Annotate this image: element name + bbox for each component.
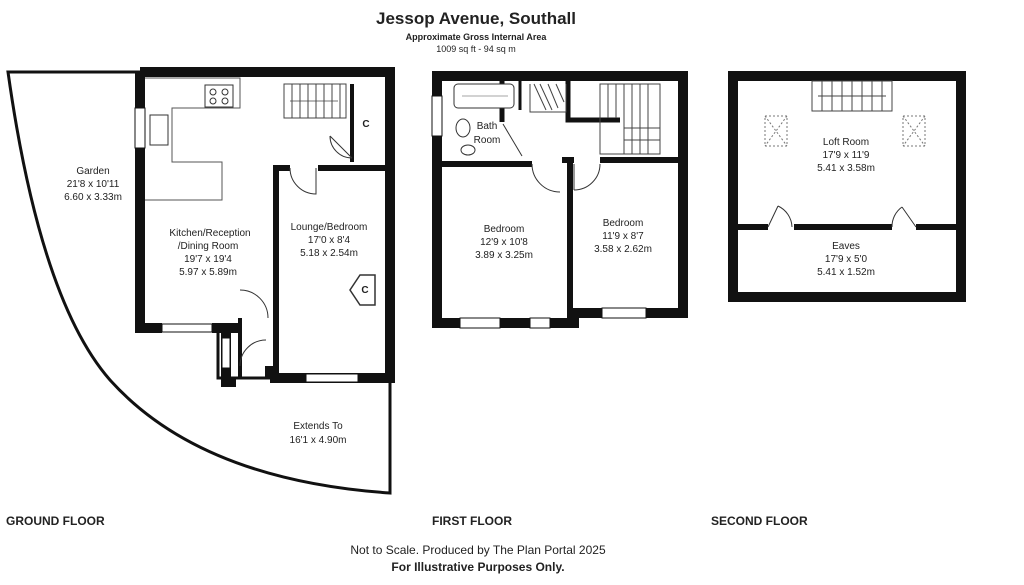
second-stairs	[811, 80, 893, 112]
skylight-icon	[764, 115, 788, 147]
garden-name: Garden	[76, 166, 109, 177]
kitchen-name-2: /Dining Room	[178, 241, 239, 252]
extends-metric: 16'1 x 4.90m	[290, 435, 347, 446]
sink-icon	[149, 114, 169, 146]
kitchen-side-window	[134, 107, 146, 149]
cupboard-label: C	[362, 119, 369, 130]
eaves-door	[767, 205, 793, 228]
bath-name: Bath	[477, 121, 498, 132]
second-floor-label: SECOND FLOOR	[711, 514, 808, 528]
bath-name-2: Room	[474, 135, 501, 146]
plan-area: 1009 sq ft - 94 sq m	[436, 44, 516, 54]
ground-floor-label: GROUND FLOOR	[6, 514, 105, 528]
landing-wall	[565, 81, 620, 123]
plan-title: Jessop Avenue, Southall	[376, 9, 576, 28]
kitchen-window	[161, 323, 213, 333]
first-stairs	[529, 83, 661, 155]
eaves-door	[891, 206, 917, 228]
eaves-metric: 5.41 x 1.52m	[817, 267, 875, 278]
cupboard-door	[329, 135, 353, 159]
bedroom2-imperial: 11'9 x 8'7	[602, 231, 644, 242]
bedroom1-metric: 3.89 x 3.25m	[475, 250, 533, 261]
cupboard-label: C	[361, 285, 368, 296]
garden-imperial: 21'8 x 10'11	[67, 179, 120, 190]
lounge-cupboard	[349, 274, 376, 306]
hob-ring-icon	[209, 88, 217, 96]
kitchen-name: Kitchen/Reception	[169, 228, 250, 239]
bedroom2-door	[573, 163, 601, 191]
ground-left-wall	[135, 72, 162, 333]
bedroom1-name: Bedroom	[484, 224, 525, 235]
loft-imperial: 17'9 x 11'9	[822, 150, 869, 161]
eaves-imperial: 17'9 x 5'0	[825, 254, 868, 265]
lounge-imperial: 17'0 x 8'4	[308, 235, 351, 246]
bedroom1-window	[459, 317, 501, 329]
hob-ring-icon	[209, 97, 217, 105]
extends-name: Extends To	[293, 421, 343, 432]
loft-name: Loft Room	[823, 137, 869, 148]
kitchen-metric: 5.97 x 5.89m	[179, 267, 237, 278]
bath-window	[431, 95, 443, 137]
first-inner-wall	[442, 157, 678, 167]
first-floor-label: FIRST FLOOR	[432, 514, 512, 528]
second-floor-plan: Loft Room 17'9 x 11'9 5.41 x 3.58m Eaves…	[728, 71, 966, 302]
bedroom1-door	[531, 163, 561, 193]
front-door	[239, 339, 267, 367]
loft-metric: 5.41 x 3.58m	[817, 163, 875, 174]
plan-subtitle: Approximate Gross Internal Area	[406, 32, 548, 42]
bedroom1-imperial: 12'9 x 10'8	[480, 237, 528, 248]
lounge-metric: 5.18 x 2.54m	[300, 248, 358, 259]
lounge-door	[289, 167, 317, 195]
hob-icon	[204, 84, 234, 108]
footer-disclaimer: For Illustrative Purposes Only.	[391, 560, 564, 574]
bedroom2-window	[601, 307, 647, 319]
second-outer-wall	[728, 71, 966, 302]
footer-note: Not to Scale. Produced by The Plan Porta…	[350, 543, 606, 557]
kitchen-counter	[145, 77, 241, 201]
basin-icon	[455, 118, 471, 138]
bedroom2-name: Bedroom	[603, 218, 644, 229]
hob-ring-icon	[221, 88, 229, 96]
hob-ring-icon	[221, 97, 229, 105]
bedroom1-window	[529, 317, 551, 329]
skylight-icon	[902, 115, 926, 147]
garden-metric: 6.60 x 3.33m	[64, 192, 122, 203]
bath-door	[502, 123, 523, 157]
porch-window	[221, 337, 231, 369]
bedroom2-metric: 3.58 x 2.62m	[594, 244, 652, 255]
toilet-icon	[460, 144, 476, 156]
ground-floor-plan: C C Garden 21'8 x 10'11 6.60 x 3.33m Kit…	[6, 67, 395, 495]
eaves-name: Eaves	[832, 241, 860, 252]
kitchen-imperial: 19'7 x 19'4	[184, 254, 232, 265]
lounge-name: Lounge/Bedroom	[291, 222, 368, 233]
ground-stairs	[283, 83, 347, 119]
lounge-window	[305, 373, 359, 383]
first-outer-wall	[432, 71, 688, 328]
hall-door	[239, 289, 269, 319]
first-floor-plan: Bath Room Bedroom 12'9 x 10'8 3.89 x 3.2…	[431, 71, 688, 329]
garden-outline	[6, 70, 392, 495]
